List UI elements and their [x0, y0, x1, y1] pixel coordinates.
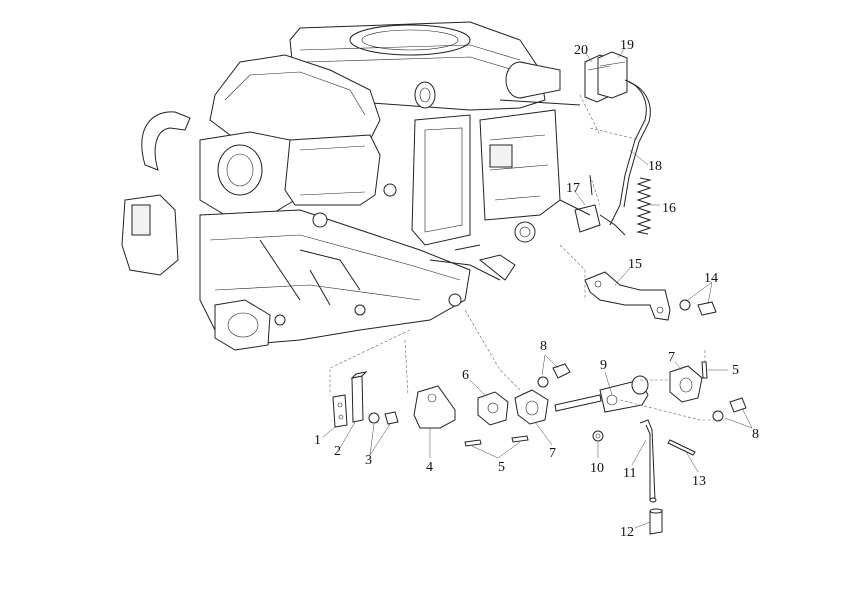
label-part-12: 12 — [620, 525, 634, 540]
connector-19 — [597, 51, 628, 99]
label-part-7-left: 7 — [549, 446, 556, 461]
bolt-8a — [552, 363, 571, 379]
part-2-bracket — [351, 375, 364, 423]
label-part-14: 14 — [704, 271, 718, 286]
part-9-shaft — [554, 394, 602, 412]
bolt-3 — [384, 411, 399, 425]
label-part-15: 15 — [628, 257, 642, 272]
label-part-8-upper: 8 — [540, 339, 547, 354]
bolt-8b — [729, 397, 747, 413]
part-number-labels: 1 2 3 4 5 5 6 7 7 8 8 9 10 11 12 13 14 1… — [314, 38, 759, 540]
label-part-17: 17 — [566, 181, 580, 196]
label-part-2: 2 — [334, 444, 341, 459]
sleeve-12 — [649, 509, 663, 535]
label-part-18: 18 — [648, 159, 662, 174]
washer-14 — [679, 299, 691, 311]
bolt-14 — [697, 301, 717, 316]
label-part-6: 6 — [462, 368, 469, 383]
washer-3 — [368, 412, 380, 424]
part-4-bracket — [413, 385, 456, 429]
pin-13 — [667, 439, 696, 456]
pin-5c — [701, 361, 708, 379]
label-part-16: 16 — [662, 201, 676, 216]
label-part-13: 13 — [692, 474, 706, 489]
wire-harness-group — [574, 51, 652, 236]
label-part-5-lower: 5 — [498, 460, 505, 475]
part-7-lever-left — [514, 389, 549, 425]
label-part-1: 1 — [314, 433, 321, 448]
pin-5a — [464, 439, 482, 447]
nut-10 — [592, 430, 604, 442]
label-part-11: 11 — [623, 466, 636, 481]
washer-8b — [712, 410, 724, 422]
bracket-15 — [584, 271, 671, 321]
spring-16 — [636, 177, 652, 235]
label-part-4: 4 — [426, 460, 433, 475]
bracket-group — [584, 271, 717, 321]
lower-parts — [332, 361, 747, 535]
part-7-lever-right — [669, 365, 703, 403]
label-part-19: 19 — [620, 38, 634, 53]
part-1-plate — [332, 394, 348, 428]
label-part-20: 20 — [574, 43, 588, 58]
leader-lines — [322, 47, 753, 529]
part-6-cam — [477, 391, 509, 426]
rod-11 — [639, 419, 656, 501]
label-part-7-right: 7 — [668, 350, 675, 365]
label-part-9: 9 — [600, 358, 607, 373]
label-part-10: 10 — [590, 461, 604, 476]
label-part-5-right: 5 — [732, 363, 739, 378]
wire-harness-18 — [609, 79, 647, 226]
label-part-3: 3 — [365, 453, 372, 468]
washer-8a — [537, 376, 549, 388]
sensor-17 — [574, 204, 601, 233]
engine-assembly — [121, 21, 591, 351]
pin-5b — [511, 435, 529, 443]
label-part-8-right: 8 — [752, 427, 759, 442]
